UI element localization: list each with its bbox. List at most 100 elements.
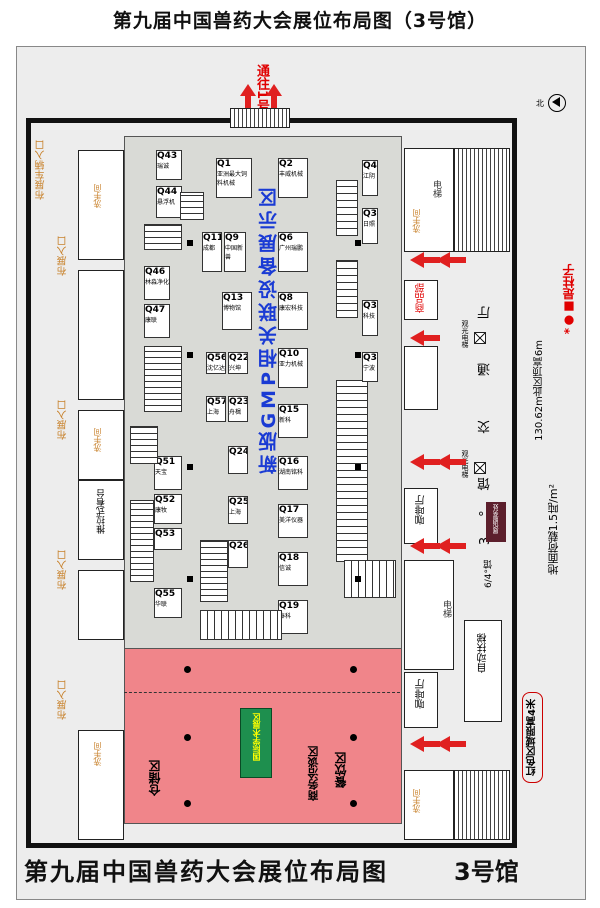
small-booth-cluster xyxy=(180,192,204,220)
red-zone-height-note: 红色区域限高4米 xyxy=(522,692,543,783)
pillar xyxy=(184,734,191,741)
booth-q18[interactable]: Q18 信诚 xyxy=(278,552,308,586)
booth-q19[interactable]: Q19 泰科 xyxy=(278,600,308,634)
left-restroom-block xyxy=(78,410,124,480)
business-area-label: 商务洽谈区 xyxy=(307,746,320,801)
restroom-label: 洗手间 xyxy=(412,789,421,813)
booth-id: Q23 xyxy=(229,397,248,407)
restroom-label: 洗手间 xyxy=(93,428,102,452)
cafe-label: 咖啡厅 xyxy=(415,495,427,525)
service-desk-label: 展馆服务处 xyxy=(492,504,500,534)
booth-id: Q13 xyxy=(223,293,244,303)
booth-name: 科技 xyxy=(363,313,376,320)
escalator[interactable]: 自动扶梯 xyxy=(464,620,502,722)
booth-q6[interactable]: Q6 广州瑞鹏 xyxy=(278,232,308,272)
small-booth-cluster xyxy=(144,224,182,250)
booth-q57[interactable]: Q57 上海 xyxy=(206,396,226,422)
booth-q9[interactable]: Q9 中国新兽 xyxy=(224,232,246,272)
booth-name: 上海 xyxy=(207,409,220,416)
right-block xyxy=(404,346,438,410)
pillar-legend: *●■是柱子 xyxy=(562,264,576,335)
clearance-note: 130.62m此区顶高6m xyxy=(534,340,545,441)
bottom-hall-number: 3号馆 xyxy=(454,858,519,886)
booth-id: Q40 xyxy=(363,161,377,171)
loading-entrance[interactable]: 布展入口 xyxy=(58,550,69,590)
map-title: 第九届中国兽药大会展位布局图（3号馆） xyxy=(112,10,488,32)
north-gate-stairs xyxy=(230,108,290,128)
green-academic-booth[interactable]: 国际学术展区 xyxy=(240,708,272,778)
dining-area-label: 餐饮区 xyxy=(334,752,348,788)
booth-name: 悬浮机 xyxy=(157,199,176,206)
restroom-label: 洗手间 xyxy=(93,742,102,766)
booth-q53[interactable]: Q53 xyxy=(154,528,182,550)
entrance-arrow xyxy=(410,538,440,554)
left-restroom-block xyxy=(78,730,124,840)
booth-q25[interactable]: Q25 上海 xyxy=(228,496,248,524)
entrance-arrow xyxy=(436,538,466,554)
north-up-arrow xyxy=(240,84,256,108)
booth-id: Q1 xyxy=(217,159,231,169)
booth-name: 湖南铭科 xyxy=(279,469,304,476)
small-booth-cluster xyxy=(336,380,368,562)
entrance-arrow xyxy=(436,454,466,470)
booth-name: 新科 xyxy=(279,417,292,424)
booth-q8[interactable]: Q8 康宏科技 xyxy=(278,292,308,330)
booth-q39[interactable]: Q39日照 xyxy=(362,208,378,244)
booth-q24[interactable]: Q24 xyxy=(228,446,248,474)
booth-q26[interactable]: Q26 xyxy=(228,540,248,568)
pillar xyxy=(184,800,191,807)
booth-id: Q25 xyxy=(229,497,248,507)
booth-id: Q55 xyxy=(155,589,176,599)
elevator-label: 电梯 xyxy=(431,180,441,198)
booth-q17[interactable]: Q17 美洋仪器 xyxy=(278,504,308,538)
booth-q1[interactable]: Q1 亚洲最大饲料机械 xyxy=(216,158,252,198)
booth-name: 中国新兽 xyxy=(225,245,244,261)
booth-q11[interactable]: Q11 成都 xyxy=(202,232,222,272)
pillar xyxy=(355,352,361,358)
small-booth-cluster xyxy=(336,260,358,318)
booth-name: 瑞诚 xyxy=(157,163,170,170)
sightseeing-elevator[interactable] xyxy=(474,462,486,474)
booth-q13[interactable]: Q13 博物馆 xyxy=(222,292,252,330)
booth-q36[interactable]: Q36宁波 xyxy=(362,352,378,382)
booth-q10[interactable]: Q10 亚力机械 xyxy=(278,348,308,388)
loading-entrance[interactable]: 布展入口 xyxy=(58,236,69,276)
booth-name: 上海 xyxy=(229,509,242,516)
booth-id: Q16 xyxy=(279,457,300,467)
booth-q16[interactable]: Q16 湖南铭科 xyxy=(278,456,308,490)
booth-id: Q22 xyxy=(229,353,248,363)
sightseeing-elevator[interactable] xyxy=(474,332,486,344)
cafe[interactable]: 咖啡厅 xyxy=(404,488,438,544)
service-desk[interactable]: 展馆服务处 xyxy=(486,502,506,542)
booth-id: Q15 xyxy=(279,405,300,415)
booth-q40[interactable]: Q40江阴 xyxy=(362,160,378,196)
booth-id: Q57 xyxy=(207,397,226,407)
booth-q2[interactable]: Q2 丰威机械 xyxy=(278,158,308,198)
north-arrow-icon xyxy=(548,94,566,112)
booth-name: 博物馆 xyxy=(223,305,242,312)
booth-q15[interactable]: Q15 新科 xyxy=(278,404,308,438)
vehicle-entrance[interactable]: 布展车辆入口 xyxy=(36,140,47,200)
booth-id: Q53 xyxy=(155,529,176,539)
cafe-2[interactable]: 咖啡厅 xyxy=(404,672,438,728)
loading-entrance[interactable]: 布展入口 xyxy=(58,680,69,720)
entrance-arrow xyxy=(436,736,466,752)
shop[interactable]: 商品部 xyxy=(404,280,438,320)
loading-entrance[interactable]: 布展入口 xyxy=(58,400,69,440)
north-label: 北 xyxy=(536,99,544,108)
small-booth-cluster xyxy=(200,610,282,640)
pillar xyxy=(187,576,193,582)
booth-q34[interactable]: Q34科技 xyxy=(362,300,378,336)
booth-id: Q18 xyxy=(279,553,300,563)
booth-id: Q17 xyxy=(279,505,300,515)
